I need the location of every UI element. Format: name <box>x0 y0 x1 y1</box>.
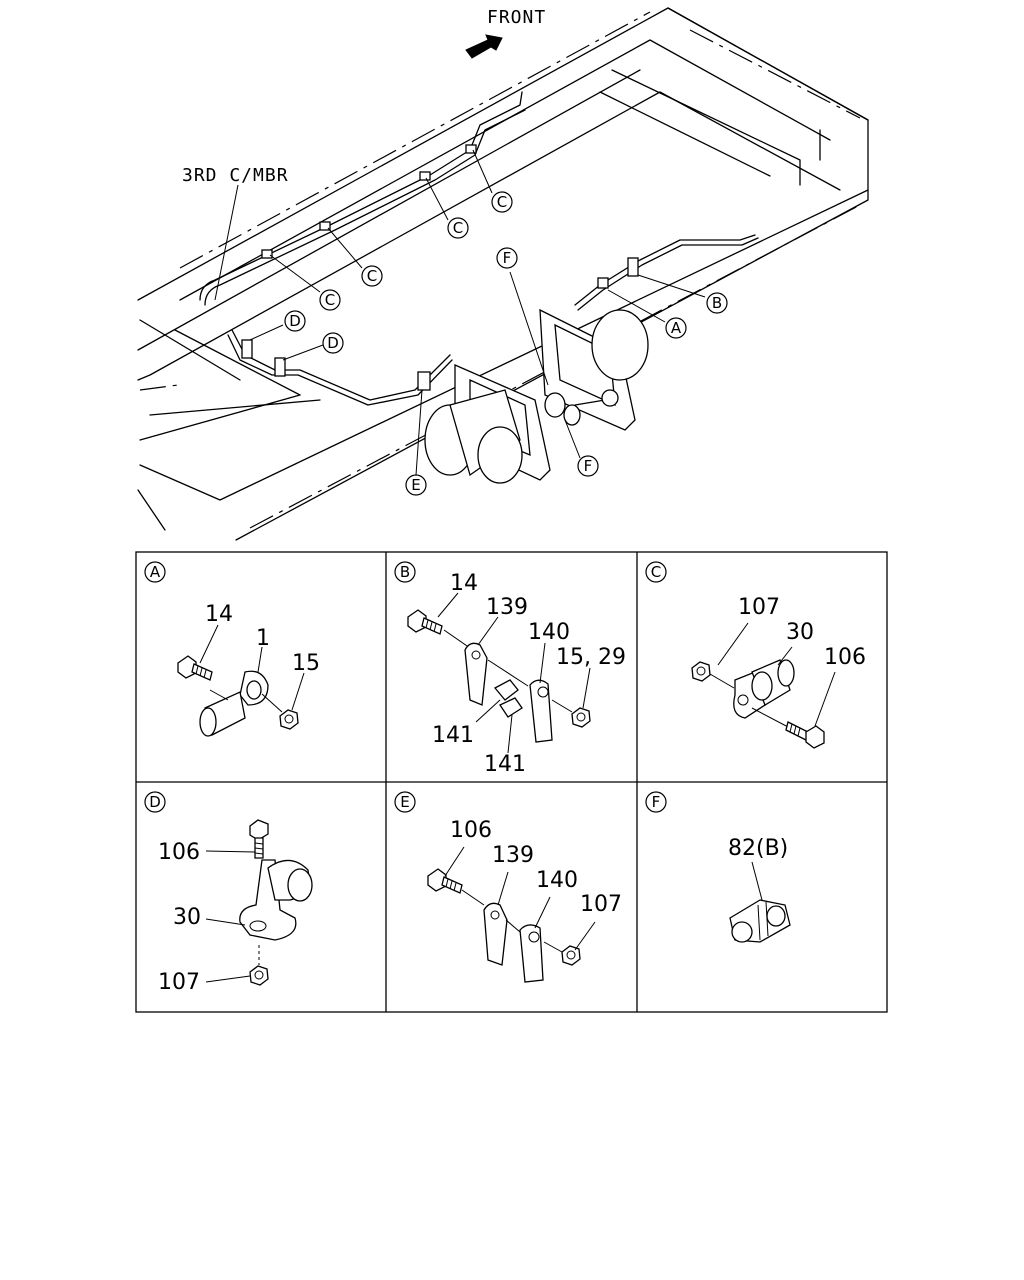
part-label: 1 <box>256 626 270 651</box>
panel-b-id: B <box>400 563 410 581</box>
svg-text:D: D <box>289 312 301 330</box>
callout-e: E <box>405 474 427 496</box>
bolt-icon <box>407 609 443 635</box>
svg-text:D: D <box>327 334 339 352</box>
front-label: FRONT <box>487 7 546 28</box>
panel-a-id: A <box>150 563 161 581</box>
panel-f-id: F <box>652 793 661 811</box>
third-cross-member-label: 3RD C/MBR <box>182 165 289 186</box>
callout-c3: C <box>361 265 383 287</box>
part-label: 140 <box>528 620 570 645</box>
svg-text:C: C <box>325 291 335 309</box>
callout-c2: C <box>447 217 469 239</box>
clamp-insert-141-icon <box>493 679 523 718</box>
clamp-bracket-139-icon <box>483 902 508 966</box>
svg-text:A: A <box>671 319 682 337</box>
clamp-bracket-140-icon <box>529 679 553 743</box>
detail-panel-e: E 106 139 140 107 <box>394 791 622 983</box>
svg-text:B: B <box>712 294 722 312</box>
svg-text:E: E <box>411 476 420 494</box>
part-label: 141 <box>432 723 474 748</box>
part-label: 30 <box>786 620 814 645</box>
callout-c1: C <box>491 191 513 213</box>
detail-grid <box>135 551 888 1013</box>
callout-d2: D <box>322 332 344 354</box>
frame-overview <box>137 7 869 541</box>
part-label: 30 <box>173 905 201 930</box>
bolt-icon <box>427 868 463 894</box>
brake-valve-assembly <box>424 308 649 484</box>
panel-c-id: C <box>651 563 661 581</box>
nut-icon <box>571 707 591 728</box>
part-label: 107 <box>580 892 622 917</box>
part-label: 106 <box>824 645 866 670</box>
detail-panel-b: B 14 139 140 15, <box>394 561 626 777</box>
nut-icon <box>561 945 581 966</box>
callout-d1: D <box>284 310 306 332</box>
part-label: 82(B) <box>728 836 788 861</box>
part-label: 141 <box>484 752 526 777</box>
svg-text:F: F <box>584 457 593 475</box>
part-label: 14 <box>205 602 233 627</box>
detail-panel-d: D 106 30 107 <box>144 791 313 995</box>
overview-leaders <box>214 149 706 476</box>
detail-panel-a: A 14 1 15 <box>144 561 320 737</box>
bolt-icon <box>249 819 269 859</box>
bolt-icon <box>785 721 825 749</box>
clamp-bracket-140-icon <box>519 924 544 983</box>
panel-e-id: E <box>400 793 409 811</box>
part-label: 139 <box>492 843 534 868</box>
detail-panel-c: C 107 30 106 <box>645 561 866 749</box>
overview-callouts: C C C C D D A B F F E <box>284 191 728 496</box>
clamp-bracket-139-icon <box>464 642 488 706</box>
part-label: 106 <box>158 840 200 865</box>
nut-icon <box>279 709 299 730</box>
part-label: 107 <box>738 595 780 620</box>
svg-text:C: C <box>453 219 463 237</box>
callout-a: A <box>665 317 687 339</box>
nut-icon <box>691 661 711 682</box>
bolt-icon <box>177 655 213 681</box>
pipe-clamp-icon <box>729 899 791 943</box>
front-indicator: FRONT <box>465 7 546 59</box>
pipe-clip-icon <box>199 670 269 737</box>
front-arrow-icon <box>465 34 503 59</box>
nut-icon <box>249 965 269 986</box>
pipe-clip-icon <box>239 859 313 941</box>
brake-pipe-run <box>199 91 759 406</box>
part-label: 140 <box>536 868 578 893</box>
part-label: 14 <box>450 571 478 596</box>
part-label: 139 <box>486 595 528 620</box>
part-label: 106 <box>450 818 492 843</box>
part-label: 107 <box>158 970 200 995</box>
svg-text:C: C <box>367 267 377 285</box>
svg-text:F: F <box>503 249 512 267</box>
part-label: 15 <box>292 651 320 676</box>
callout-c4: C <box>319 289 341 311</box>
panel-d-id: D <box>149 793 161 811</box>
pipe-clip-icon <box>733 659 795 719</box>
callout-b: B <box>706 292 728 314</box>
callout-f2: F <box>577 455 599 477</box>
callout-f1: F <box>496 247 518 269</box>
part-label: 15, 29 <box>556 645 626 670</box>
detail-panel-f: F 82(B) <box>645 791 791 943</box>
svg-text:C: C <box>497 193 507 211</box>
